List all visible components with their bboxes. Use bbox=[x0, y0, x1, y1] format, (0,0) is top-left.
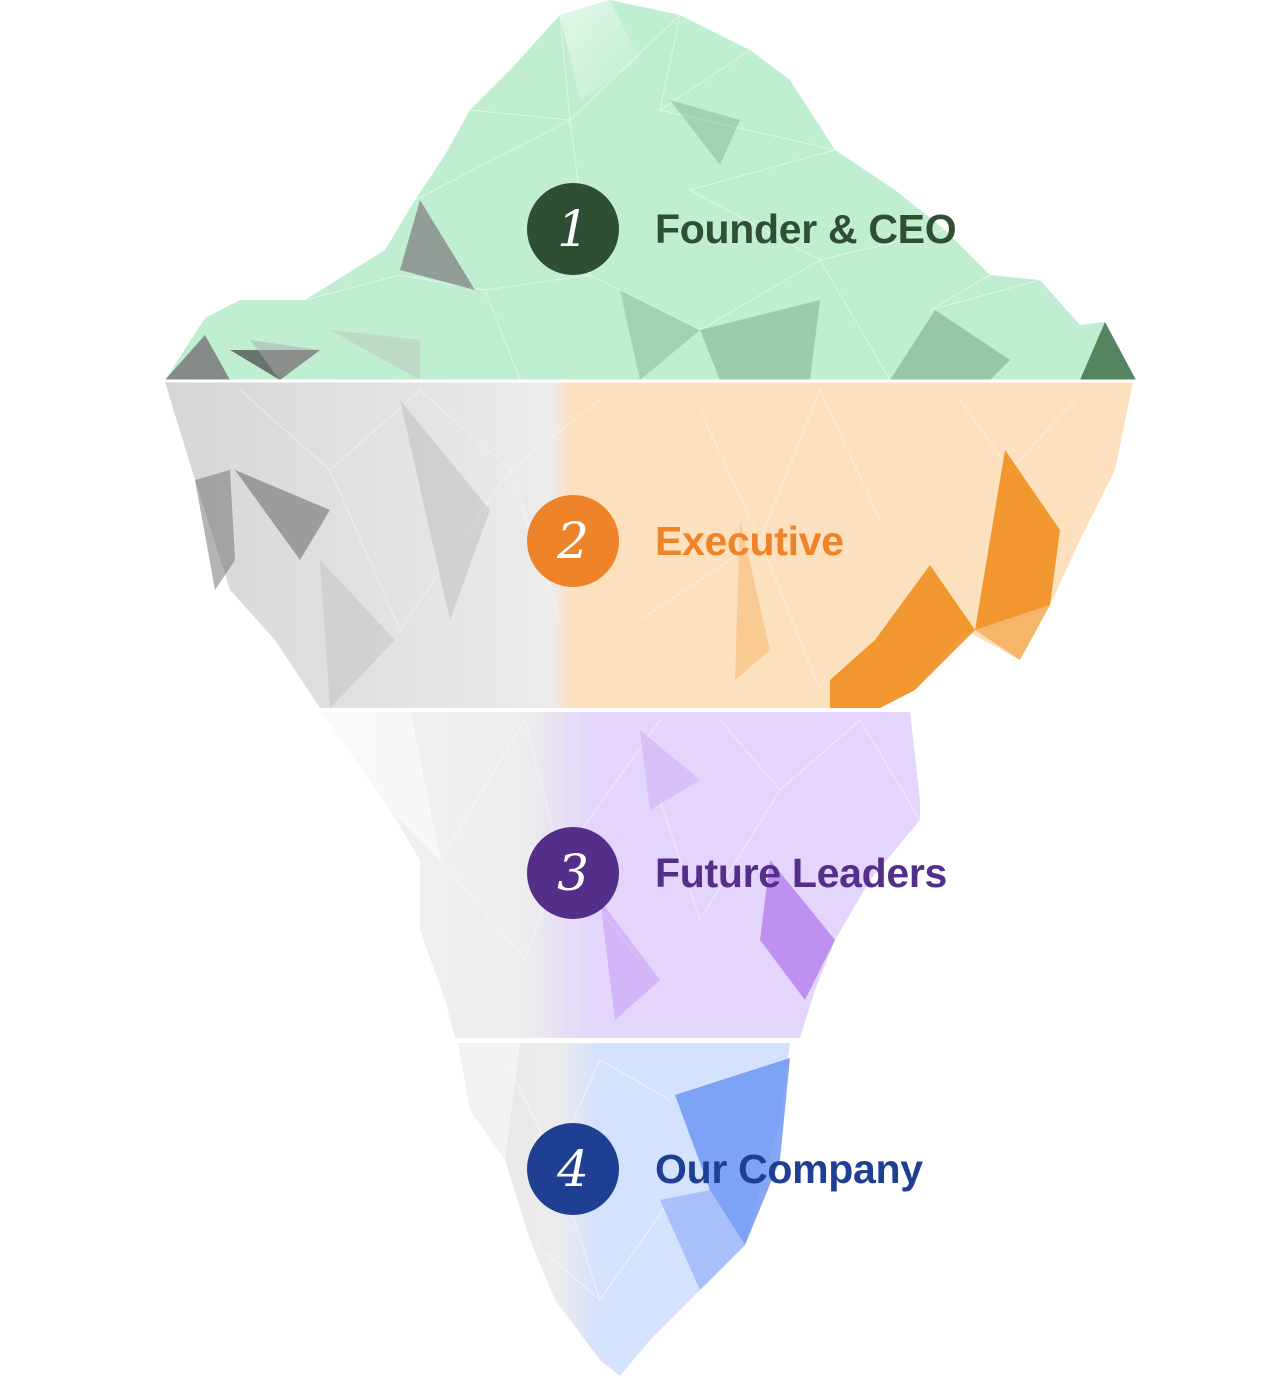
tier-4-shade bbox=[660, 1190, 745, 1290]
tier-2-section bbox=[165, 382, 1133, 708]
tier-3-highlight bbox=[322, 712, 440, 860]
tier-2-shade bbox=[195, 470, 235, 590]
tier-4-number: 4 bbox=[557, 1140, 589, 1198]
tier-1-highlight bbox=[560, 0, 640, 100]
tier-1-shade bbox=[620, 290, 700, 380]
tier-4-title: Our Company bbox=[655, 1145, 923, 1192]
tier-2-number-badge: 2 bbox=[527, 495, 619, 587]
tier-3-shape bbox=[322, 712, 920, 1038]
tier-1-shade bbox=[1080, 322, 1136, 380]
tier-2-label-group: 2 Executive bbox=[527, 494, 844, 588]
tier-2-shade bbox=[975, 605, 1050, 660]
tier-1-shade bbox=[165, 335, 230, 380]
tier-4-highlight bbox=[458, 1043, 520, 1160]
tier-1-number: 1 bbox=[557, 200, 589, 258]
tier-4-section bbox=[458, 1043, 790, 1376]
tier-3-shade bbox=[640, 730, 700, 810]
tier-2-number: 2 bbox=[557, 512, 589, 570]
tier-4-label-group: 4 Our Company bbox=[527, 1122, 923, 1216]
tier-2-shade bbox=[975, 450, 1060, 630]
tier-2-shade bbox=[830, 640, 915, 708]
tier-4-number-badge: 4 bbox=[527, 1123, 619, 1215]
tier-2-shade bbox=[875, 565, 975, 690]
tier-1-shade bbox=[670, 100, 740, 165]
tier-1-section bbox=[165, 0, 1136, 381]
tier-3-title: Future Leaders bbox=[655, 849, 947, 896]
tier-2-title: Executive bbox=[655, 517, 844, 564]
tier-1-shade bbox=[890, 310, 1010, 380]
tier-3-number: 3 bbox=[557, 844, 589, 902]
tier-3-label-group: 3 Future Leaders bbox=[527, 826, 947, 920]
tier-3-shade bbox=[600, 900, 660, 1020]
tier-4-shade bbox=[675, 1058, 790, 1245]
tier-2-shade bbox=[400, 400, 490, 620]
tier-3-shade bbox=[760, 860, 835, 1000]
tier-1-shade bbox=[700, 300, 820, 380]
tier-3-number-badge: 3 bbox=[527, 827, 619, 919]
tier-1-shade bbox=[330, 330, 420, 380]
tier-2-shade bbox=[735, 520, 770, 680]
tier-1-title: Founder & CEO bbox=[655, 205, 957, 252]
tier-1-shade bbox=[400, 200, 475, 290]
tier-1-shade bbox=[250, 340, 320, 380]
tier-3-section bbox=[322, 711, 921, 1038]
tier-1-number-badge: 1 bbox=[527, 183, 619, 275]
tier-1-shape bbox=[165, 0, 1136, 380]
tier-1-label-group: 1 Founder & CEO bbox=[527, 182, 957, 276]
tier-2-shade bbox=[235, 470, 330, 560]
tier-2-shade bbox=[320, 560, 395, 708]
